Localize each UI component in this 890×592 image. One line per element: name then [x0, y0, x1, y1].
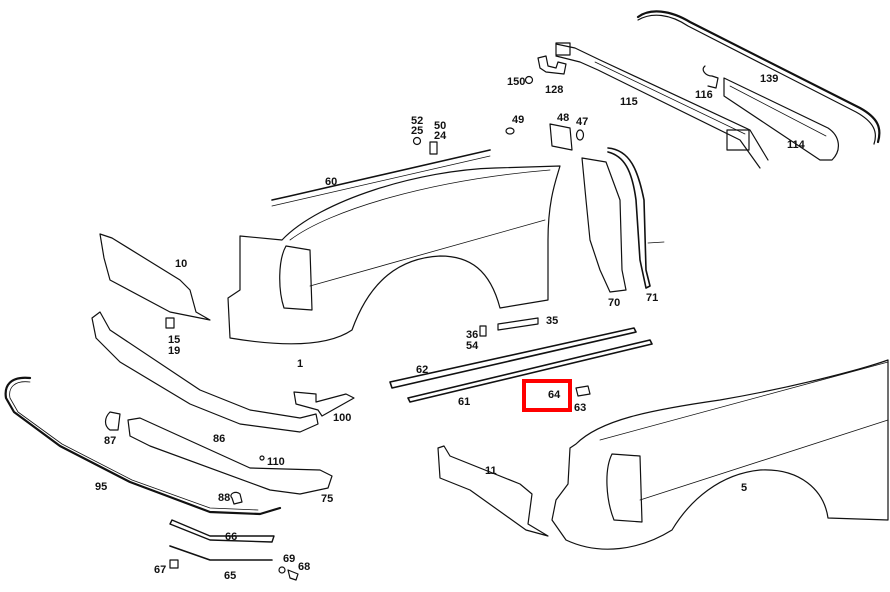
part-49-nut	[505, 127, 515, 135]
part-label-100[interactable]: 100	[333, 412, 352, 424]
part-label-66[interactable]: 66	[225, 531, 238, 543]
part-label-10[interactable]: 10	[175, 258, 188, 270]
part-label-116[interactable]: 116	[695, 89, 713, 101]
part-label-19[interactable]: 19	[168, 345, 181, 357]
part-label-88[interactable]: 88	[218, 492, 231, 504]
part-label-86[interactable]: 86	[213, 433, 226, 445]
part-label-60[interactable]: 60	[325, 176, 338, 188]
part-label-114[interactable]: 114	[787, 139, 805, 151]
part-label-24[interactable]: 24	[434, 130, 447, 142]
part-1-left-fender	[227, 149, 561, 345]
part-52-washer	[412, 136, 422, 146]
part-50-clip	[429, 141, 438, 155]
part-label-68[interactable]: 68	[298, 561, 311, 573]
part-5-right-fender	[551, 359, 889, 550]
part-116-clip	[702, 65, 719, 89]
part-label-64[interactable]: 64	[548, 389, 561, 401]
part-86-bumper	[91, 311, 319, 433]
part-label-95[interactable]: 95	[95, 481, 108, 493]
part-label-48[interactable]: 48	[557, 112, 570, 124]
part-label-67[interactable]: 67	[154, 564, 167, 576]
part-label-15[interactable]: 15	[168, 334, 181, 346]
part-label-150[interactable]: 150	[507, 76, 526, 88]
part-139-trim-strip	[636, 10, 881, 145]
part-label-35[interactable]: 35	[546, 315, 559, 327]
highlight-box-part-64	[522, 379, 572, 412]
part-15-nut	[165, 317, 175, 329]
part-66-strip	[169, 519, 275, 543]
part-128-bracket	[537, 55, 567, 75]
part-label-1[interactable]: 1	[297, 358, 304, 370]
part-67-clip	[169, 559, 179, 569]
part-label-52[interactable]: 52	[411, 115, 424, 127]
part-36-clip	[479, 325, 487, 337]
part-label-115[interactable]: 115	[620, 96, 638, 108]
part-48-plate	[549, 123, 573, 151]
part-label-65[interactable]: 65	[224, 570, 237, 582]
part-label-5[interactable]: 5	[741, 482, 748, 494]
part-150-washer	[524, 75, 534, 85]
part-label-69[interactable]: 69	[283, 553, 296, 565]
part-62-molding	[389, 327, 637, 389]
part-68-plug	[287, 569, 299, 581]
part-110-bolt	[259, 455, 265, 461]
part-label-139[interactable]: 139	[760, 73, 779, 85]
part-61-molding	[407, 339, 653, 403]
part-95-seal	[4, 376, 282, 516]
part-label-49[interactable]: 49	[512, 114, 525, 126]
part-label-47[interactable]: 47	[576, 116, 589, 128]
part-label-11[interactable]: 11	[485, 465, 497, 477]
part-114-bumper-end	[723, 77, 839, 161]
part-87-clip	[104, 411, 121, 431]
part-65-strip	[169, 545, 273, 561]
part-35-strip	[497, 317, 539, 331]
part-label-128[interactable]: 128	[545, 84, 564, 96]
part-47-grommet	[575, 129, 585, 141]
part-label-75[interactable]: 75	[321, 493, 334, 505]
part-63-clip	[575, 385, 591, 397]
part-label-87[interactable]: 87	[104, 435, 117, 447]
part-69-washer	[278, 566, 286, 574]
part-label-62[interactable]: 62	[416, 364, 429, 376]
part-115-bumper-bracket	[555, 42, 769, 169]
part-label-61[interactable]: 61	[458, 396, 471, 408]
part-88-plug	[230, 491, 243, 505]
part-label-54[interactable]: 54	[466, 340, 479, 352]
part-100-bracket	[293, 391, 355, 417]
part-71-inner-seal	[607, 147, 651, 289]
part-label-36[interactable]: 36	[466, 329, 479, 341]
part-label-110[interactable]: 110	[267, 456, 285, 468]
part-75-bumper-lower	[127, 417, 333, 495]
part-label-63[interactable]: 63	[574, 402, 587, 414]
part-label-70[interactable]: 70	[608, 297, 621, 309]
part-70-inner-panel	[581, 157, 627, 293]
part-11-grille-frame	[437, 445, 549, 537]
part-label-71[interactable]: 71	[646, 292, 659, 304]
part-label-50[interactable]: 50	[434, 120, 447, 132]
part-10-apron	[99, 233, 211, 321]
part-label-25[interactable]: 25	[411, 125, 424, 137]
